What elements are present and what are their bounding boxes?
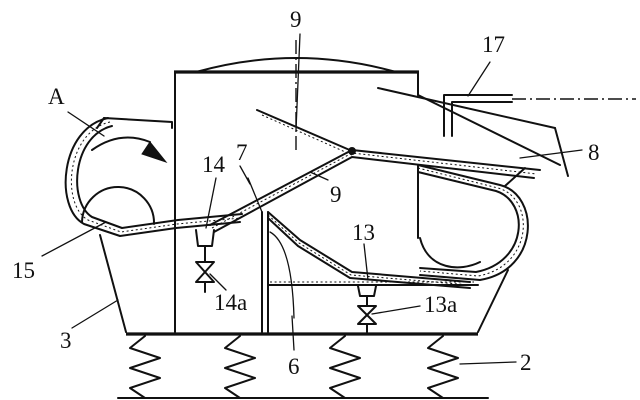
left-sloped-wall bbox=[99, 234, 127, 333]
leader-13a bbox=[371, 305, 421, 315]
leader-14 bbox=[205, 177, 217, 229]
upper-screen-9 bbox=[256, 109, 353, 152]
upper-chute-under bbox=[417, 94, 561, 166]
leader-14a bbox=[209, 273, 227, 291]
deck-upper bbox=[209, 149, 541, 226]
leader-17 bbox=[467, 61, 491, 97]
valve-14-hopper bbox=[195, 229, 215, 247]
arrow-a bbox=[141, 141, 168, 164]
label-6: 6 bbox=[288, 354, 300, 379]
valve-13 bbox=[357, 285, 377, 333]
leader-9-top bbox=[295, 33, 301, 131]
upper-chute-top bbox=[377, 87, 556, 129]
valve-14 bbox=[195, 229, 215, 293]
leader-2 bbox=[459, 361, 517, 365]
guide-arm bbox=[103, 117, 173, 129]
feed-pipe-17 bbox=[443, 94, 636, 137]
screen-deck bbox=[209, 109, 541, 233]
valve-14-bottom bbox=[195, 271, 215, 283]
right-housing-inner bbox=[417, 171, 520, 273]
spring-2 bbox=[224, 335, 256, 399]
label-13a: 13a bbox=[424, 292, 457, 317]
spring-1 bbox=[129, 335, 161, 399]
leader-a bbox=[67, 111, 105, 137]
valve-13-bottom bbox=[357, 314, 377, 325]
right-inner-curve bbox=[419, 237, 481, 269]
reference-labels: A 9 17 8 7 9 14 14a 13 13a 15 3 6 2 bbox=[12, 7, 600, 379]
lower-chute-upper bbox=[267, 211, 471, 283]
label-14: 14 bbox=[202, 152, 226, 177]
leader-8 bbox=[519, 149, 583, 159]
left-housing-outer bbox=[64, 117, 241, 237]
label-7: 7 bbox=[236, 140, 248, 165]
right-sloped-wall bbox=[477, 269, 509, 333]
upper-screen-hatch bbox=[261, 114, 353, 156]
arc-6 bbox=[269, 231, 295, 319]
arc-a bbox=[91, 136, 151, 151]
label-8: 8 bbox=[588, 140, 600, 165]
leader-6 bbox=[291, 315, 295, 351]
support-springs bbox=[117, 332, 489, 399]
rotor-15 bbox=[81, 186, 156, 225]
label-13: 13 bbox=[352, 220, 375, 245]
leader-15 bbox=[41, 221, 107, 257]
feed-pipe-inner bbox=[451, 101, 513, 137]
spring-4 bbox=[427, 335, 459, 399]
right-drum-housing bbox=[417, 164, 529, 281]
right-strut bbox=[504, 167, 526, 187]
left-housing-hatch bbox=[70, 121, 242, 233]
label-14a: 14a bbox=[214, 290, 247, 315]
lower-chute bbox=[247, 177, 479, 319]
spring-3 bbox=[329, 335, 361, 399]
leader-13 bbox=[363, 243, 369, 281]
label-3: 3 bbox=[60, 328, 72, 353]
label-15: 15 bbox=[12, 258, 35, 283]
leader-lines bbox=[41, 33, 583, 365]
valve-13-hopper bbox=[357, 285, 377, 297]
leader-9-mid bbox=[309, 171, 329, 181]
label-9-mid: 9 bbox=[330, 182, 342, 207]
left-housing-inner bbox=[76, 125, 243, 229]
valve-13-top bbox=[357, 305, 377, 316]
label-a: A bbox=[48, 84, 65, 109]
leader-3 bbox=[71, 299, 119, 329]
label-17: 17 bbox=[482, 32, 505, 57]
lower-chute-hatch bbox=[267, 214, 471, 286]
right-housing-hatch bbox=[417, 167, 524, 277]
feed-pipe-outer bbox=[443, 94, 513, 137]
left-drum-housing bbox=[64, 117, 243, 237]
lower-chute-lower bbox=[267, 217, 471, 289]
right-housing-outer bbox=[417, 164, 529, 281]
leader-7 bbox=[239, 165, 251, 185]
valve-14-top bbox=[195, 261, 215, 273]
label-2: 2 bbox=[520, 350, 532, 375]
label-9-top: 9 bbox=[290, 7, 302, 32]
